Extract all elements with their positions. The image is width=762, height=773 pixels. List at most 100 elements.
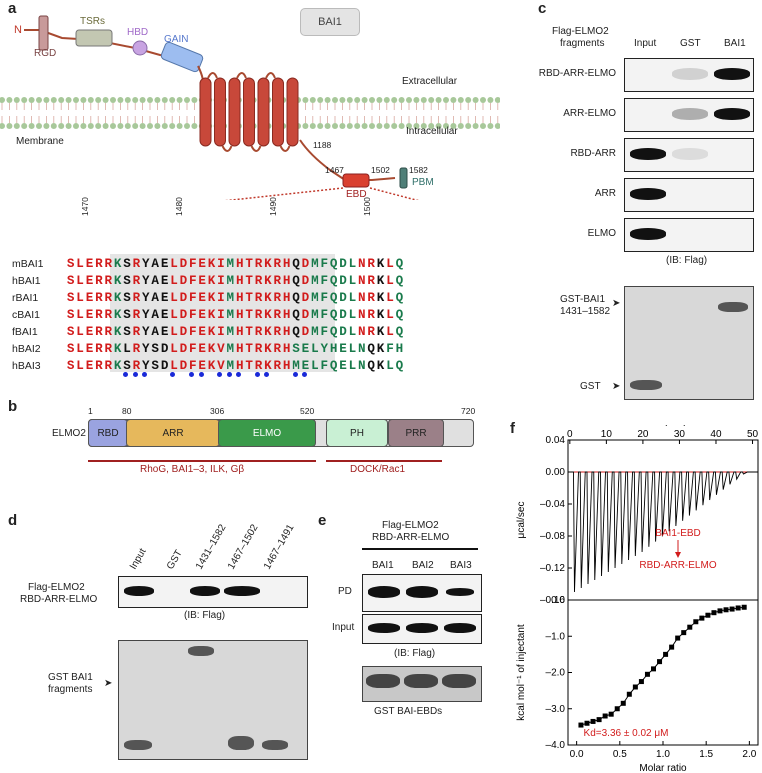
panel-e-gel-label: GST BAI-EBDs	[374, 706, 443, 717]
e-band-pd-3	[446, 588, 474, 596]
e-band-pd-1	[368, 586, 400, 598]
annot-rbd-arr-elmo: RBD-ARR-ELMO	[639, 560, 716, 571]
e-band-pd-2	[406, 586, 438, 598]
transmembrane-helices	[199, 72, 299, 152]
panel-c-band	[714, 108, 750, 120]
data-point	[590, 718, 596, 724]
species-label: cBAI1	[12, 309, 41, 321]
top-x-tick: 30	[674, 429, 686, 440]
conservation-dot	[132, 372, 138, 377]
ruler-1490: 1490	[268, 197, 278, 216]
panel-c-band	[672, 108, 708, 120]
pos-1582: 1582	[409, 165, 428, 175]
data-point	[681, 630, 687, 636]
bottom-y-tick: –4.0	[546, 740, 566, 751]
species-label: fBAI1	[12, 326, 38, 338]
pos-1502: 1502	[371, 165, 390, 175]
top-x-tick: 10	[601, 429, 613, 440]
panel-e-header-2: RBD-ARR-ELMO	[372, 532, 450, 543]
e-gel-band-2	[404, 674, 438, 688]
intracellular-label: Intracellular	[406, 126, 458, 137]
data-point	[596, 717, 602, 723]
d-gel-band-1467-1502	[228, 736, 254, 750]
conservation-dot	[226, 372, 232, 377]
annot-bai1-ebd: BAI1-EBD	[655, 528, 701, 539]
conservation-dot	[236, 372, 242, 377]
panel-d-lane-label: GST	[165, 548, 185, 572]
data-point	[608, 711, 614, 717]
conservation-dot	[189, 372, 195, 377]
rgd-domain	[38, 15, 49, 51]
data-point	[651, 666, 656, 672]
top-x-tick: 0	[567, 429, 573, 440]
d-gel-band-1431	[188, 646, 214, 656]
data-point	[741, 604, 747, 610]
data-point	[723, 607, 729, 613]
panel-e-header-line	[362, 548, 478, 550]
conservation-dot	[198, 372, 204, 377]
bracket-2-label: DOCK/Rac1	[350, 464, 406, 475]
conservation-dot	[264, 372, 270, 377]
panel-e-letter: e	[318, 512, 327, 529]
pos-1188: 1188	[313, 140, 332, 150]
data-point	[705, 612, 711, 618]
hbd-label: HBD	[127, 27, 149, 38]
panel-d-lane-label: 1467–1491	[262, 522, 297, 572]
d-gel-band-1467-1491	[262, 740, 288, 750]
elmo2-label: ELMO2	[52, 428, 86, 439]
ruler-1500: 1500	[362, 197, 372, 216]
data-point	[584, 720, 590, 726]
species-label: hBAI3	[12, 360, 41, 372]
e-row-pd: PD	[338, 586, 352, 597]
data-point	[632, 684, 638, 690]
data-point	[693, 619, 699, 625]
top-x-tick: 50	[747, 429, 759, 440]
panel-a-letter: a	[8, 0, 17, 17]
data-point	[644, 671, 650, 677]
data-point	[687, 624, 693, 630]
ruler-1470: 1470	[80, 197, 90, 216]
panel-a-schematic	[0, 15, 500, 200]
tsrs-domain	[75, 29, 113, 47]
panel-d-lane-label: 1431–1582	[194, 522, 229, 572]
top-y-tick: –0.08	[540, 531, 565, 542]
panel-c-header-2: fragments	[560, 38, 605, 49]
e-row-input: Input	[332, 622, 355, 633]
data-point	[675, 635, 681, 641]
bracket-1-label: RhoG, BAI1–3, ILK, Gβ	[140, 464, 245, 475]
gel-band-gst-bai1	[718, 302, 748, 312]
bottom-y-tick: –2.0	[546, 668, 566, 679]
arrow-gst: ➤	[612, 381, 621, 392]
data-point	[638, 679, 644, 685]
e-lane-bai3: BAI3	[450, 560, 472, 571]
bracket-2-line	[326, 460, 442, 462]
conservation-dot	[142, 372, 148, 377]
panel-c-ib: (IB: Flag)	[666, 255, 708, 266]
data-point	[717, 608, 723, 614]
panel-c-header-1: Flag-ELMO2	[552, 26, 609, 37]
panel-d-gel-label-2: fragments	[48, 684, 93, 695]
bottom-y-tick: 0.0	[551, 595, 565, 606]
panel-d-row-label-2: RBD-ARR-ELMO	[20, 594, 98, 605]
d-gel-band-gst	[124, 740, 152, 750]
top-x-tick: 40	[710, 429, 722, 440]
e-band-in-3	[444, 623, 476, 633]
data-point	[602, 713, 608, 719]
fit-curve	[580, 606, 745, 726]
bottom-x-tick: 0.5	[613, 749, 627, 760]
data-point	[620, 700, 626, 706]
tick-306: 306	[210, 406, 225, 416]
panel-e-header-1: Flag-ELMO2	[382, 520, 439, 531]
e-lane-bai2: BAI2	[412, 560, 434, 571]
data-point	[729, 606, 735, 612]
lane-bai1: BAI1	[724, 38, 746, 49]
bottom-y-tick: –1.0	[546, 631, 566, 642]
gain-domain	[160, 41, 204, 73]
data-point	[626, 691, 632, 697]
